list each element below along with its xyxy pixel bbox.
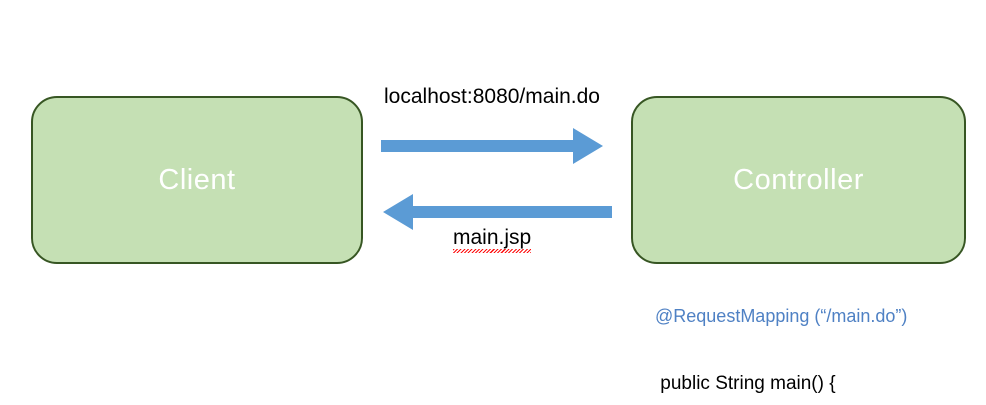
node-controller[interactable]: Controller: [631, 96, 966, 264]
spellcheck-underline: [453, 249, 532, 254]
edge-label-response-text: main.jsp: [453, 226, 532, 249]
edge-label-request: localhost:8080/main.do: [384, 85, 600, 108]
code-line-request-mapping: @RequestMapping (“/main.do”): [655, 305, 908, 326]
code-annotation: @RequestMapping (“/main.do”) public Stri…: [655, 261, 955, 405]
node-controller-label: Controller: [733, 163, 864, 196]
arrow-response-left: [383, 192, 612, 232]
code-line-method-signature: public String main() {: [655, 372, 836, 394]
node-client-label: Client: [158, 163, 236, 196]
arrow-request-right: [381, 126, 603, 166]
arrow-right-icon: [381, 128, 603, 164]
arrow-left-icon: [383, 194, 612, 230]
edge-label-response: main.jsp: [453, 226, 532, 254]
edge-label-request-text: localhost:8080/main.do: [384, 85, 600, 108]
node-client[interactable]: Client: [31, 96, 363, 264]
